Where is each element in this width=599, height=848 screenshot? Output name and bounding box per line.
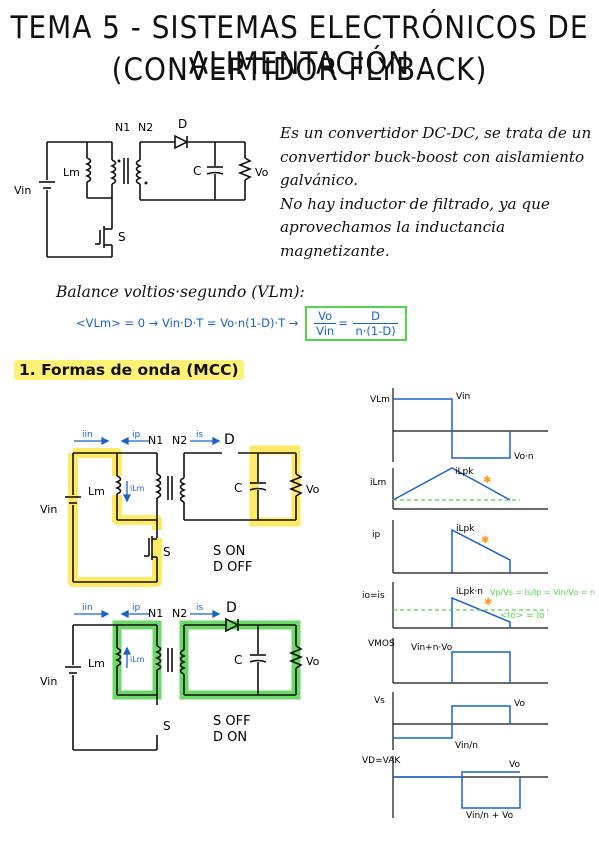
state-d-on: D ON [213, 730, 247, 745]
label-vs: Vs [374, 696, 385, 706]
label-is: is [196, 603, 204, 613]
state-s-on: S ON [213, 544, 245, 559]
label-ip: ip [132, 603, 141, 613]
label-vd-lo: Vin/n + Vo [466, 811, 514, 821]
star-icon: ✱ [481, 535, 489, 546]
label-vo: Vo [306, 655, 320, 668]
state-d-off: D OFF [213, 560, 252, 575]
label-vin: Vin [40, 503, 57, 516]
label-io-pk: iLpk·n [456, 587, 483, 597]
label-ilm-pk: iLpk [455, 467, 474, 477]
description-p1: Es un convertidor DC-DC, se trata de un … [280, 124, 592, 189]
label-n2: N2 [172, 607, 187, 620]
label-n1: N1 [115, 121, 130, 134]
equation-left: <VLm> = 0 → Vin·D·T = Vo·n(1-D)·T → [76, 316, 299, 330]
label-vlm: VLm [370, 395, 390, 405]
waveforms: VLm Vin Vo·n iLm iLpk ✱ ip iLpk ✱ io=is … [362, 388, 595, 821]
label-ip: ip [132, 430, 141, 440]
star-icon: ✱ [484, 597, 492, 608]
label-n2: N2 [138, 121, 153, 134]
label-d: D [224, 432, 235, 448]
label-vo: Vo [255, 166, 269, 179]
circuit-on: iin ip is iLm Lm Vin N1 N2 D C Vo S S ON… [40, 430, 320, 587]
label-lm: Lm [88, 485, 105, 498]
label-io-avg: <Io> = Io [500, 611, 545, 621]
label-s: S [163, 719, 171, 733]
label-ip-pk: iLpk [456, 524, 475, 534]
result-box: Vo Vin = D n·(1-D) [305, 306, 407, 341]
label-vin: Vin [40, 675, 57, 688]
label-d: D [226, 600, 237, 616]
label-lm: Lm [63, 166, 80, 179]
label-ip: ip [372, 530, 381, 540]
label-iin: iin [82, 603, 93, 613]
label-d: D [178, 117, 187, 131]
label-vs-lo: Vin/n [455, 741, 478, 751]
label-is: is [196, 430, 204, 440]
label-vs-hi: Vo [514, 699, 525, 709]
label-c: C [193, 164, 201, 178]
label-s: S [163, 545, 171, 559]
balance-equation: <VLm> = 0 → Vin·D·T = Vo·n(1-D)·T → Vo V… [76, 306, 407, 341]
balance-label: Balance voltios·segundo (VLm): [56, 283, 305, 301]
circuit-off: iin ip is iLm Lm Vin N1 N2 D C Vo S S OF… [40, 600, 320, 751]
label-vlm-von: Vo·n [514, 452, 534, 462]
label-vmos-val: Vin+n·Vo [411, 643, 453, 653]
label-iin: iin [82, 430, 93, 440]
label-vd-hi: Vo [509, 760, 520, 770]
section-heading: 1. Formas de onda (MCC) [14, 360, 244, 380]
state-s-off: S OFF [213, 714, 251, 729]
page-subtitle: (CONVERTIDOR FLYBACK) [111, 52, 488, 88]
label-vo: Vo [306, 483, 320, 496]
page-title: TEMA 5 - SISTEMAS ELECTRÓNICOS DE ALIMEN… [10, 10, 589, 82]
label-s: S [118, 230, 126, 244]
label-c: C [234, 481, 242, 495]
label-vlm-vin: Vin [456, 392, 470, 402]
label-vd: VD=VAK [362, 756, 401, 766]
star-icon: ✱ [483, 475, 491, 486]
description: Es un convertidor DC-DC, se trata de un … [280, 122, 595, 263]
label-ilm: iLm [370, 478, 386, 488]
description-p2: No hay inductor de filtrado, ya que apro… [280, 194, 550, 260]
label-n2: N2 [172, 434, 187, 447]
label-n1: N1 [148, 434, 163, 447]
label-vin: Vin [14, 184, 31, 197]
label-n1: N1 [148, 607, 163, 620]
label-io: io=is [362, 591, 385, 601]
label-c: C [234, 653, 242, 667]
fraction-d-n: D n·(1-D) [353, 309, 398, 338]
label-lm: Lm [88, 657, 105, 670]
label-io-ratio: Vp/Vs = Is/Ip = Vin/Vo = n [490, 588, 595, 597]
circuit-top [39, 134, 253, 258]
label-vmos: VMOS [368, 639, 395, 649]
fraction-vo-vin: Vo Vin [314, 309, 337, 338]
label-ilm: iLm [130, 484, 145, 493]
label-ilm: iLm [130, 655, 145, 664]
